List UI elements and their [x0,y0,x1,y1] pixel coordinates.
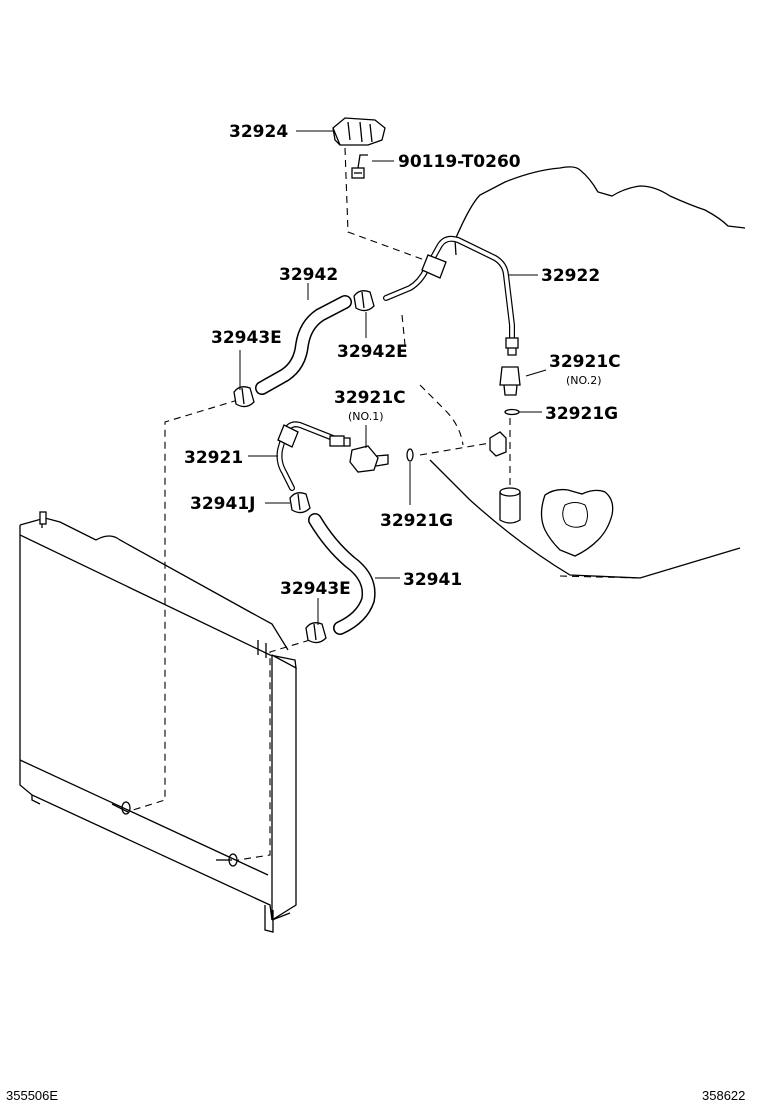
part-labels: 32924 90119-T0260 32942 32922 32943E 329… [184,122,621,599]
bolt-90119 [351,154,368,179]
transmission-fitting [489,431,507,457]
hose-32942 [255,295,352,395]
label-32941[interactable]: 32941 [403,570,462,590]
pipe-32922 [383,235,519,356]
label-32942[interactable]: 32942 [279,265,338,285]
label-32921C-no2[interactable]: 32921C [549,352,621,372]
footer-right-code: 358622 [702,1088,745,1103]
radiator [19,511,297,933]
label-32941J[interactable]: 32941J [190,494,255,514]
clamp-32941J [289,492,311,514]
clamp-32943E-lower [305,622,327,644]
note-no2: (NO.2) [566,374,602,387]
footer-left-code: 355506E [6,1088,58,1103]
note-no1: (NO.1) [348,410,384,423]
clamp-32943E-upper [233,386,255,408]
label-32924[interactable]: 32924 [229,122,288,142]
union-32921C-no2 [499,366,521,396]
pipe-32921 [276,421,351,491]
hose-32941 [308,513,376,635]
clamp-32942E [353,290,375,312]
label-32922[interactable]: 32922 [541,266,600,286]
leader-lines [239,130,547,625]
label-32943E-upper[interactable]: 32943E [211,328,282,348]
bracket-32924 [332,117,386,146]
label-32921C-no1[interactable]: 32921C [334,388,406,408]
label-32921G-upper[interactable]: 32921G [545,404,618,424]
transmission-outline [419,166,746,579]
oring-32921G-lower [406,448,414,462]
label-32921G-lower[interactable]: 32921G [380,511,453,531]
label-32921[interactable]: 32921 [184,448,243,468]
label-90119-t0260[interactable]: 90119-T0260 [398,152,521,172]
union-32921C-no1 [349,445,389,473]
routing-lines [132,147,511,861]
oring-32921G-upper [504,408,520,416]
label-32942E[interactable]: 32942E [337,342,408,362]
label-32943E-lower[interactable]: 32943E [280,579,351,599]
